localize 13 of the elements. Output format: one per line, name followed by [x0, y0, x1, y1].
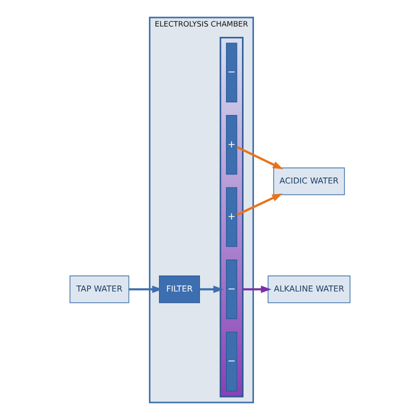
arrow [200, 286, 224, 293]
node-box: − [226, 332, 238, 392]
node-box: FILTER [158, 276, 200, 304]
arrow [242, 286, 272, 293]
node-box: ALKALINE WATER [268, 276, 350, 304]
node-box: TAP WATER [70, 276, 130, 304]
node-box: − [226, 42, 238, 102]
node-box: ACIDIC WATER [273, 168, 345, 196]
node-box: − [226, 260, 238, 320]
arrow [128, 286, 163, 293]
node-box: + [226, 187, 238, 247]
node-box: + [226, 115, 238, 175]
cluster [220, 36, 244, 398]
